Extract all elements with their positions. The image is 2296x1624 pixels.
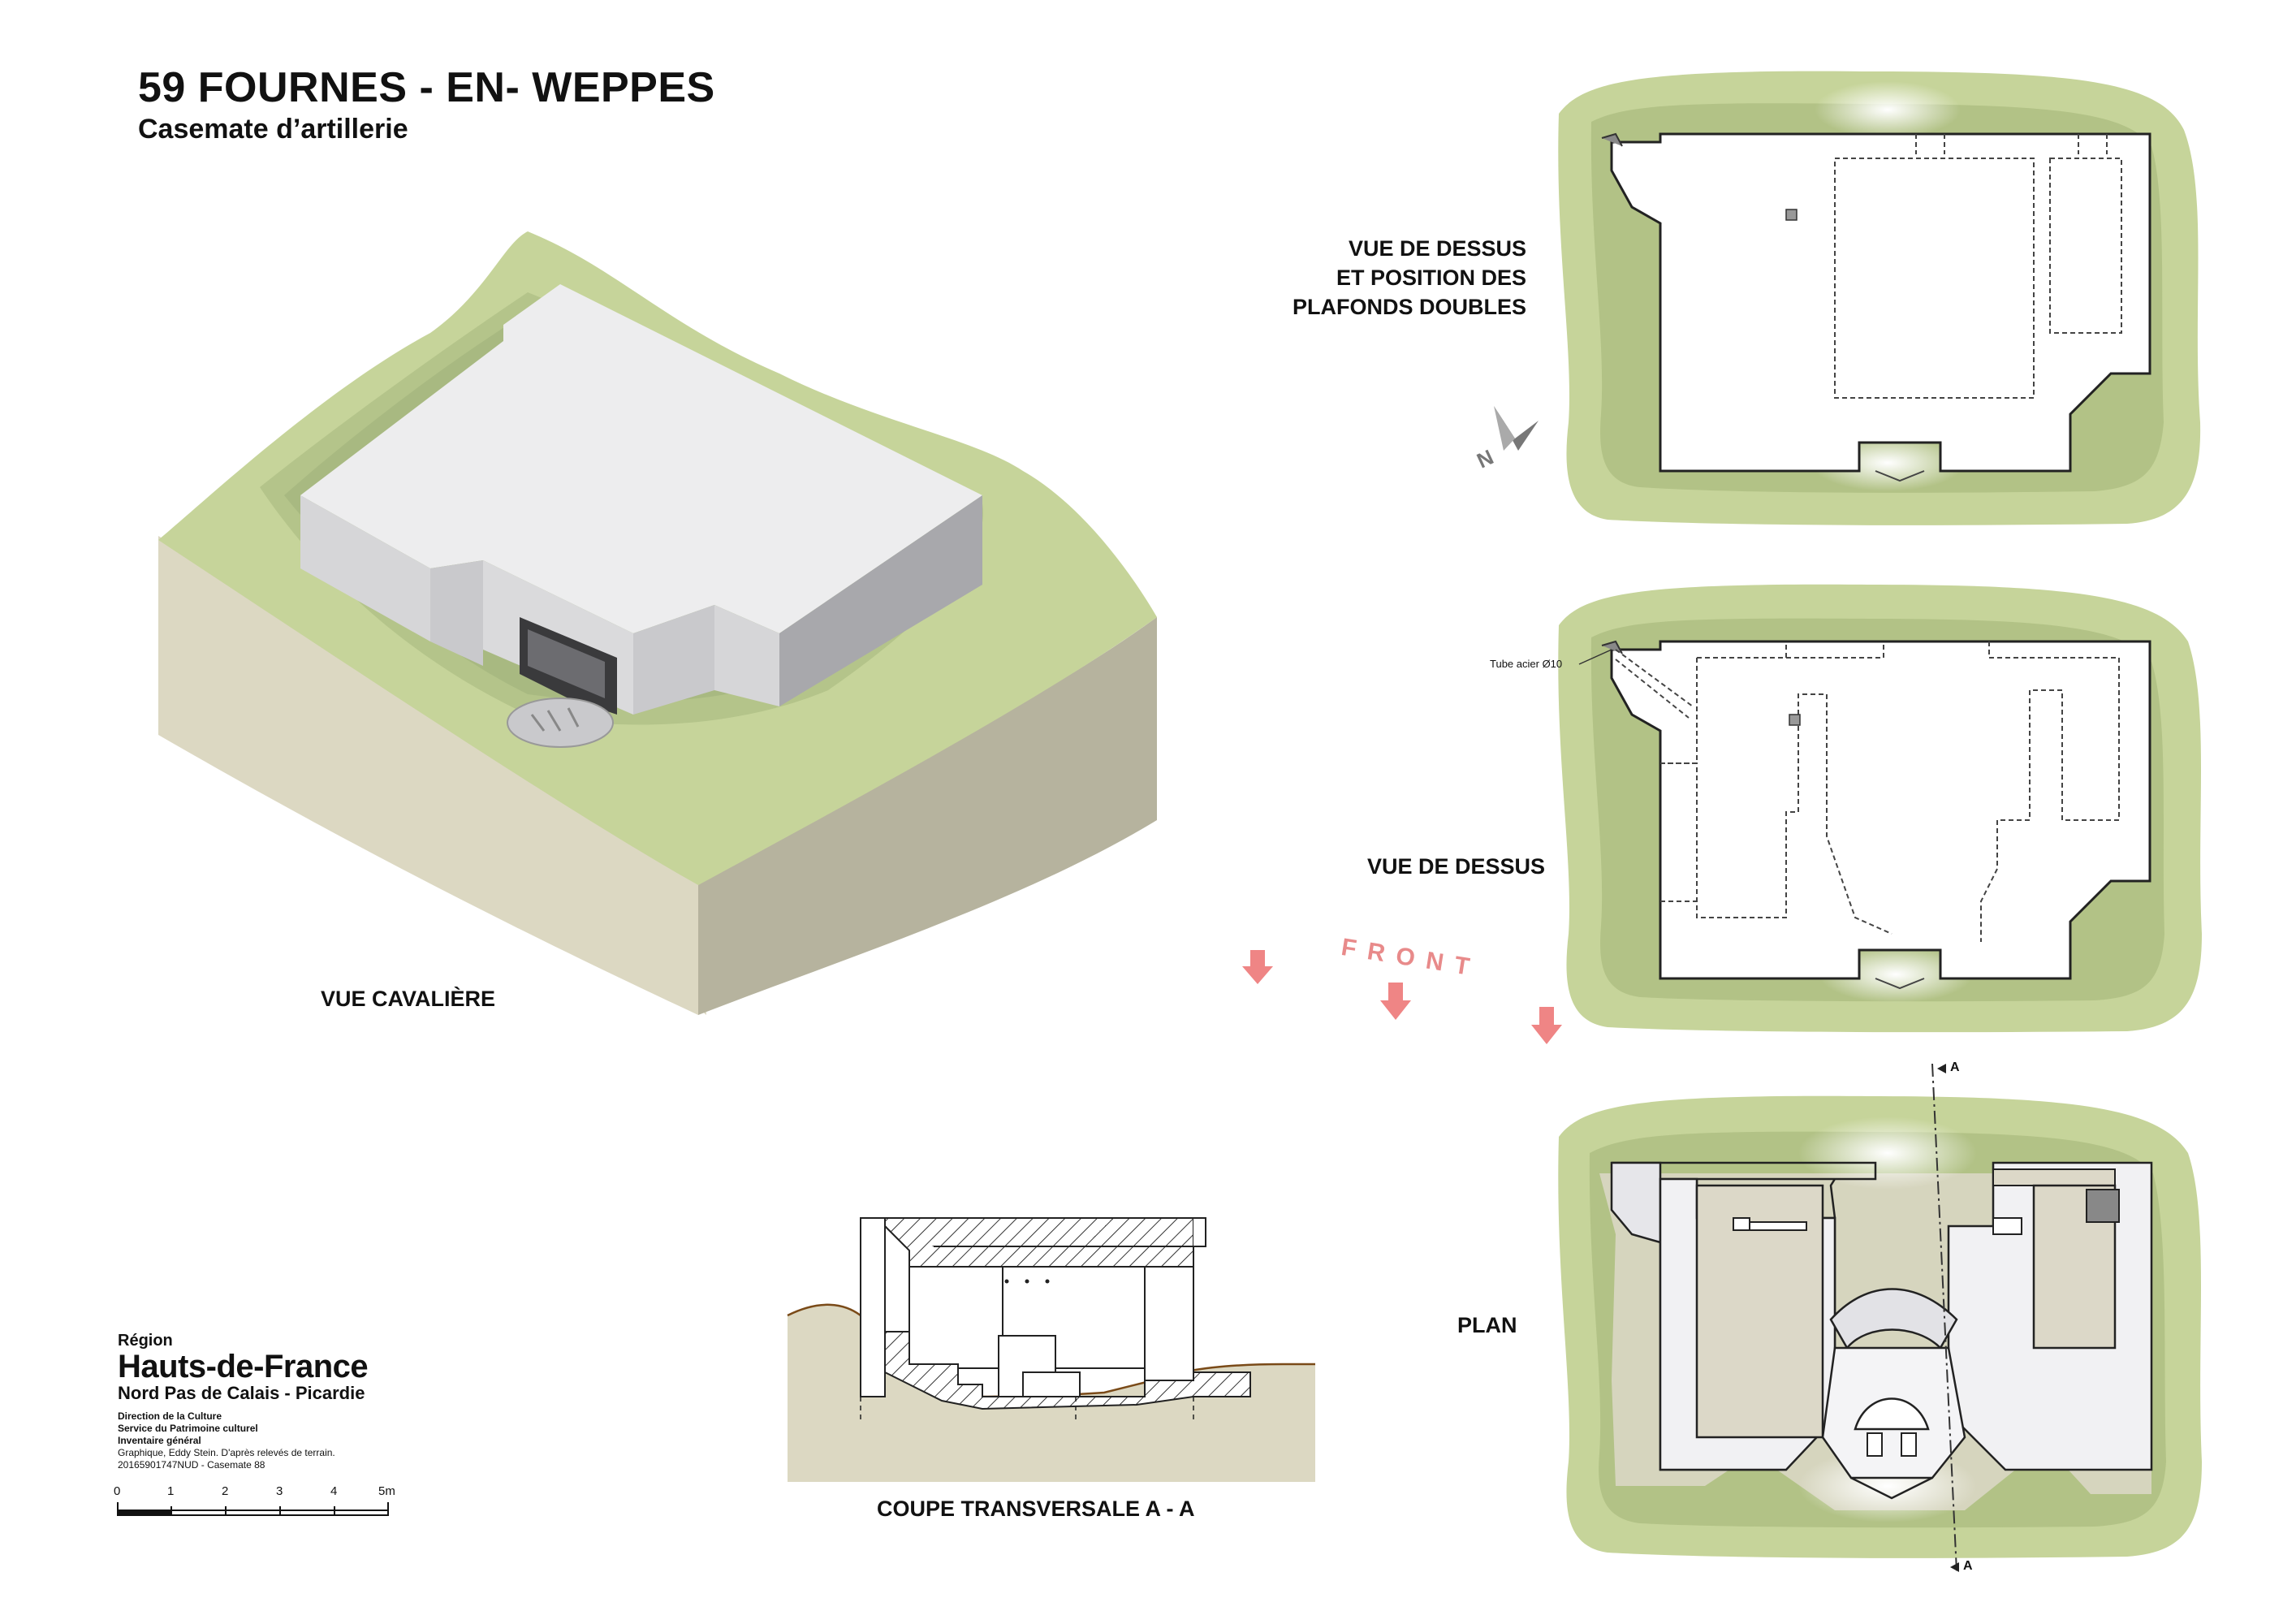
scale-tick-4: 4 xyxy=(330,1484,338,1498)
page-subtitle: Casemate d’artillerie xyxy=(138,114,408,145)
iso-bunker-top xyxy=(300,284,982,633)
top-view-ceilings xyxy=(1558,71,2201,525)
front-arrow-right xyxy=(1531,1007,1562,1044)
isometric-view xyxy=(158,231,1157,1015)
scale-tick-5: 5m xyxy=(378,1484,395,1498)
credit-line-2: Service du Patrimoine culturel xyxy=(118,1423,258,1434)
credits-lines: Direction de la Culture Service du Patri… xyxy=(118,1410,459,1471)
front-arrow-middle xyxy=(1380,983,1411,1020)
label-vue-dessus: VUE DE DESSUS xyxy=(1367,854,1546,879)
front-arrows xyxy=(1242,950,1562,1044)
scale-tick-2: 2 xyxy=(222,1484,229,1498)
label-line-3: PLAFONDS DOUBLES xyxy=(1292,295,1526,319)
section-floor xyxy=(884,1331,1251,1410)
scale-tick-3: 3 xyxy=(276,1484,283,1498)
tv1-outline xyxy=(1610,132,2151,473)
label-vue-cavaliere: VUE CAVALIÈRE xyxy=(321,987,496,1011)
front-arrow-left xyxy=(1242,950,1273,984)
iso-soil-right xyxy=(698,617,1157,1015)
section-mark-bottom: A xyxy=(1963,1559,1973,1573)
label-coupe: COUPE TRANSVERSALE A - A xyxy=(877,1497,1195,1521)
credit-line-4: Graphique, Eddy Stein. D'après relevés d… xyxy=(118,1447,335,1458)
plan-chamber xyxy=(1829,1288,1958,1350)
credits-block: Région Hauts-de-France Nord Pas de Calai… xyxy=(118,1332,459,1471)
section-roof xyxy=(884,1217,1194,1247)
region-label: Région xyxy=(118,1332,173,1350)
credit-line-1: Direction de la Culture xyxy=(118,1410,222,1422)
north-arrow xyxy=(1494,406,1539,451)
tube-dim: Ø10 xyxy=(1542,658,1563,670)
credit-line-3: Inventaire général xyxy=(118,1435,201,1446)
region-name: Hauts-de-France xyxy=(118,1349,369,1384)
tube-text: Tube acier xyxy=(1490,658,1539,670)
cross-section xyxy=(787,1217,1315,1482)
tv2-outline xyxy=(1610,640,2151,980)
iso-bunker-front xyxy=(300,495,430,641)
iso-platform xyxy=(507,698,614,748)
scale-tick-1: 1 xyxy=(167,1484,175,1498)
tube-label: Tube acier Ø10 xyxy=(1490,658,1562,670)
plan-view xyxy=(1558,1063,2202,1572)
iso-bunker-right xyxy=(779,495,982,706)
label-plan: PLAN xyxy=(1457,1313,1517,1337)
section-mark-top: A xyxy=(1950,1060,1960,1074)
scale-bar xyxy=(117,1502,389,1516)
label-line-2: ET POSITION DES xyxy=(1336,266,1526,290)
label-line-1: VUE DE DESSUS xyxy=(1348,236,1526,261)
section-line-aa xyxy=(1931,1063,1957,1572)
credit-line-5: 20165901747NUD - Casemate 88 xyxy=(118,1459,265,1471)
region-sub: Nord Pas de Calais - Picardie xyxy=(118,1383,365,1403)
label-vue-dessus-plafonds: VUE DE DESSUS ET POSITION DES PLAFONDS D… xyxy=(1250,234,1526,322)
section-soil xyxy=(788,1304,1315,1482)
top-view xyxy=(1558,584,2202,1033)
page-title: 59 FOURNES - EN- WEPPES xyxy=(138,64,715,111)
scale-tick-0: 0 xyxy=(114,1484,121,1498)
